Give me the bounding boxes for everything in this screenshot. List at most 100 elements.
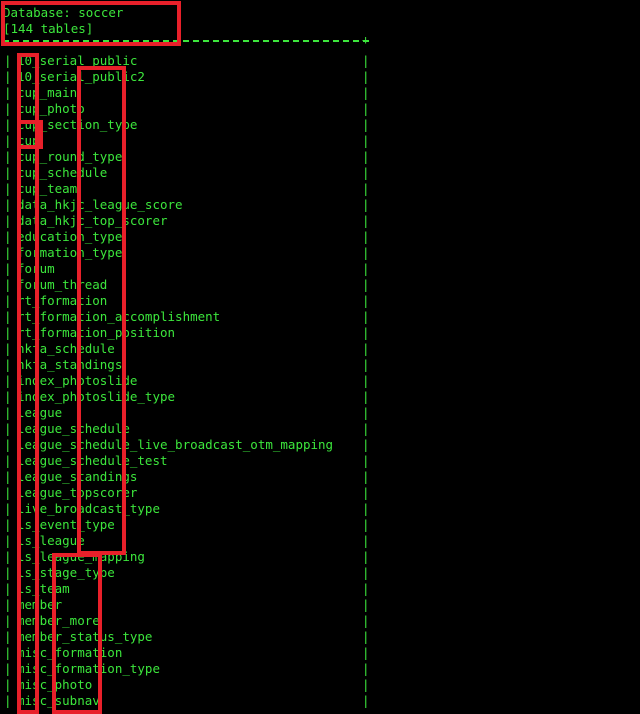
table-row: |ls_team| (0, 581, 640, 597)
table-border-left: | (4, 405, 12, 420)
table-border-right: | (362, 181, 370, 196)
table-border-right: | (362, 453, 370, 468)
table-name: live_broadcast_type (17, 501, 160, 516)
table-row: |misc_formation| (0, 645, 640, 661)
table-border-left: | (4, 325, 12, 340)
table-border-left: | (4, 517, 12, 532)
table-border-left: | (4, 261, 12, 276)
table-row: |forum_thread| (0, 277, 640, 293)
table-name: cup_team (17, 181, 78, 196)
table-border-right: | (362, 565, 370, 580)
table-name: forum_thread (17, 277, 108, 292)
table-border-right: | (362, 693, 370, 708)
table-row: | rt_formation_position | (0, 325, 640, 341)
table-border-left: | (4, 629, 12, 644)
table-border-right: | (362, 277, 370, 292)
table-border-right: | (362, 581, 370, 596)
table-name: rt_formation (17, 293, 108, 308)
table-border-right: | (362, 357, 370, 372)
table-name: ls_league_mapping (17, 549, 145, 564)
table-border-right: | (362, 597, 370, 612)
table-border-left: | (4, 677, 12, 692)
table-border-left: | (4, 485, 12, 500)
table-row: | cup_round_type | (0, 149, 640, 165)
table-top-border (3, 40, 369, 42)
table-name: rt_formation_accomplishment (17, 309, 221, 324)
table-name: data_hkjc_league_score (17, 197, 183, 212)
table-border-left: | (4, 53, 12, 68)
table-list: |10_serial_public||10_serial_public2||cu… (0, 53, 640, 714)
table-row: | league_schedule | (0, 421, 640, 437)
table-name: rt_formation_position (17, 325, 176, 340)
table-border-right: | (362, 517, 370, 532)
table-border-right: | (362, 213, 370, 228)
table-border-left: | (4, 421, 12, 436)
table-name: league_standings (17, 469, 138, 484)
table-row: |data_hkjc_top_scorer| (0, 213, 640, 229)
table-border-corner: + (362, 33, 370, 47)
table-border-left: | (4, 213, 12, 228)
table-border-right: | (362, 533, 370, 548)
table-name: education_type (17, 229, 123, 244)
table-border-left: | (4, 693, 12, 708)
table-row: | member_more | (0, 613, 640, 629)
table-border-left: | (4, 581, 12, 596)
table-row: |cup_section_type| (0, 117, 640, 133)
table-border-right: | (362, 645, 370, 660)
table-row: |rt_formation| (0, 293, 640, 309)
table-border-left: | (4, 101, 12, 116)
table-border-right: | (362, 69, 370, 84)
table-name: index_photoslide_type (17, 389, 176, 404)
table-row: |league_topscorer| (0, 485, 640, 501)
table-border-right: | (362, 629, 370, 644)
table-border-right: | (362, 421, 370, 436)
table-border-left: | (4, 597, 12, 612)
table-border-right: | (362, 549, 370, 564)
table-border-left: | (4, 85, 12, 100)
table-border-right: | (362, 485, 370, 500)
table-name: hkfa_schedule (17, 341, 115, 356)
table-name: member (17, 597, 63, 612)
table-border-right: | (362, 149, 370, 164)
table-name: ls_league (17, 533, 85, 548)
database-header: Database: soccer (3, 5, 124, 20)
table-row: |league_schedule_test| (0, 453, 640, 469)
table-border-left: | (4, 533, 12, 548)
table-name: member_status_type (17, 629, 153, 644)
table-border-right: | (362, 165, 370, 180)
table-border-left: | (4, 613, 12, 628)
table-border-left: | (4, 197, 12, 212)
table-border-right: | (362, 197, 370, 212)
table-row: |misc_photo| (0, 677, 640, 693)
table-name: cup_round_type (17, 149, 123, 164)
table-row: |formation_type| (0, 245, 640, 261)
table-name: member_more (17, 613, 100, 628)
table-row: |index_photoslide| (0, 373, 640, 389)
table-name: misc_formation_type (17, 661, 160, 676)
table-row: |forum| (0, 261, 640, 277)
table-border-right: | (362, 325, 370, 340)
table-border-right: | (362, 117, 370, 132)
table-border-left: | (4, 565, 12, 580)
table-row: |live_broadcast_type| (0, 501, 640, 517)
table-row: | ls_league | (0, 533, 640, 549)
table-name: league_schedule (17, 421, 130, 436)
table-row: | data_hkjc_league_score | (0, 197, 640, 213)
table-border-right: | (362, 229, 370, 244)
table-row: | ls_stage_type | (0, 565, 640, 581)
table-name: ls_stage_type (17, 565, 115, 580)
table-name: league_schedule_live_broadcast_otm_mappi… (17, 437, 334, 452)
table-border-left: | (4, 149, 12, 164)
table-name: 10_serial_public (17, 53, 138, 68)
table-border-right: | (362, 53, 370, 68)
table-border-left: | (4, 469, 12, 484)
table-name: cup_photo (17, 101, 85, 116)
table-border-left: | (4, 341, 12, 356)
table-row: |hkfa_schedule| (0, 341, 640, 357)
table-name: hkfa_standings (17, 357, 123, 372)
table-border-right: | (362, 613, 370, 628)
table-border-left: | (4, 293, 12, 308)
table-border-right: | (362, 309, 370, 324)
table-border-right: | (362, 405, 370, 420)
